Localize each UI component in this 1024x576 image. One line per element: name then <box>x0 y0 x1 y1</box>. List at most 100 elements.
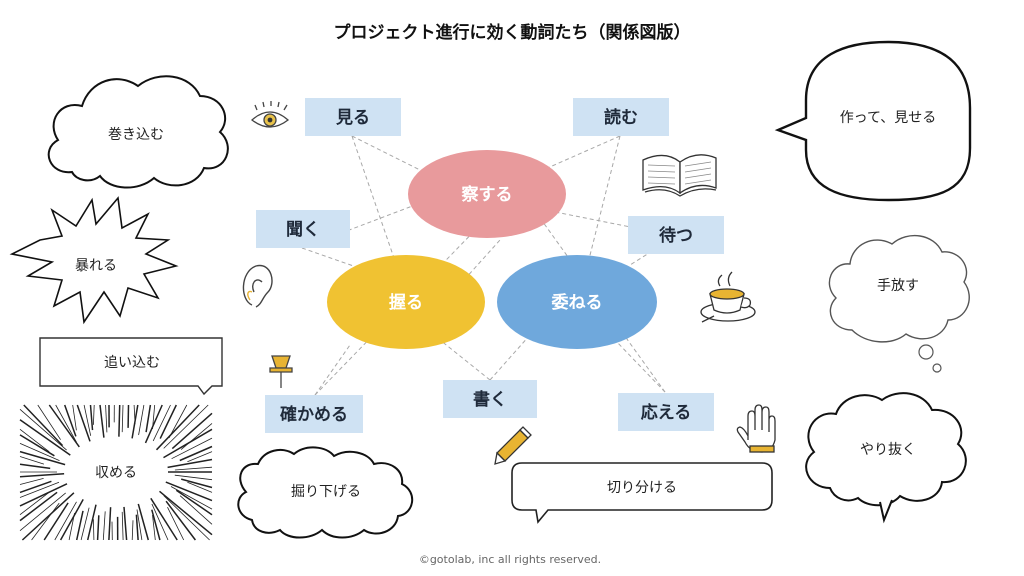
focus-ray <box>163 404 209 449</box>
focus-ray <box>159 490 213 536</box>
focus-ray <box>155 404 200 451</box>
cloud-bubble-yarinuku: やり抜く <box>805 392 967 524</box>
focus-ray <box>151 509 161 541</box>
focus-ray <box>23 404 64 447</box>
pencil-icon <box>494 426 532 465</box>
focus-ray <box>121 404 124 433</box>
ear-icon <box>242 264 273 308</box>
focus-ray <box>168 404 188 439</box>
focus-ray <box>19 456 45 465</box>
focus-ray <box>171 412 213 450</box>
eye-icon <box>250 101 290 128</box>
focus-ray <box>167 458 213 469</box>
focus-ray <box>75 510 84 541</box>
focus-ray <box>121 511 124 541</box>
makikomu-label: 巻き込む <box>108 127 164 143</box>
focus-ray <box>93 404 95 425</box>
focus-ray <box>63 404 77 437</box>
verb-box-miru-label: 見る <box>335 108 370 128</box>
focus-ray <box>123 506 128 541</box>
kiriwakeru-label: 切り分ける <box>607 480 677 496</box>
focus-ray <box>54 501 77 541</box>
core-satsu-label: 察する <box>461 184 513 205</box>
focus-ray <box>118 404 121 437</box>
focus-ray <box>187 451 213 463</box>
focus-ray <box>105 404 108 433</box>
focus-ray <box>89 404 94 431</box>
verb-box-kaku-label: 書く <box>473 389 507 410</box>
coffee-cup-icon <box>700 271 756 323</box>
focus-ray <box>19 408 67 451</box>
verb-box-matsu-label: 待つ <box>659 225 693 246</box>
focus-ray <box>165 481 213 502</box>
focus-ray <box>135 514 139 541</box>
focus-ray <box>19 473 65 478</box>
verb-box-kaku: 書く <box>443 380 537 418</box>
diagram-title: プロジェクト進行に効く動詞たち（関係図版） <box>334 22 691 43</box>
verb-box-kiku: 聞く <box>256 210 350 248</box>
focus-ray <box>145 404 152 433</box>
focus-ray <box>152 404 171 442</box>
core-yudaneru-label: 委ねる <box>551 292 603 313</box>
focus-ray <box>174 474 213 481</box>
verb-box-tashikameru: 確かめる <box>265 395 363 433</box>
focus-ray <box>19 483 68 507</box>
core-satsu-shape <box>408 150 566 238</box>
focus-ray <box>72 404 77 431</box>
abareru-label: 暴れる <box>75 258 117 274</box>
explosion-bubble-abareru: 暴れる <box>9 196 179 325</box>
focus-ray <box>170 486 213 510</box>
tebanasu-label: 手放す <box>877 278 919 294</box>
focus-ray <box>187 481 213 493</box>
verb-box-matsu: 待つ <box>628 216 724 254</box>
focus-ray <box>181 478 213 489</box>
focus-ray <box>48 404 80 448</box>
focus-ray <box>136 509 143 541</box>
focus-ray <box>19 434 55 457</box>
focus-ray <box>167 507 185 541</box>
focus-ray <box>171 437 213 460</box>
focus-ray <box>150 497 178 541</box>
core-yudaneru-shape <box>497 255 657 349</box>
focus-lines-osameru: 収める <box>19 404 213 541</box>
focus-ray <box>108 507 112 541</box>
focus-ray <box>174 466 213 471</box>
focus-ray <box>102 511 106 541</box>
oikomu-label: 追い込む <box>104 355 160 371</box>
focus-ray <box>99 404 105 438</box>
focus-ray <box>179 495 213 525</box>
focus-ray <box>175 489 213 516</box>
focus-ray <box>144 404 163 444</box>
verb-box-miru: 見る <box>305 98 401 136</box>
core-yudaneru: 委ねる <box>497 255 657 349</box>
focus-ray <box>55 404 77 443</box>
focus-ray <box>179 445 213 462</box>
focus-ray <box>163 495 210 541</box>
osameru-label: 収める <box>95 465 137 481</box>
rounded-bubble-kiriwakeru: 切り分ける <box>511 462 773 524</box>
verb-box-kotaeru: 応える <box>618 393 714 431</box>
verb-box-yomu: 読む <box>573 98 669 136</box>
focus-ray <box>19 443 60 461</box>
core-satsu: 察する <box>408 150 566 238</box>
focus-ray <box>59 499 84 541</box>
core-nigiru: 握る <box>327 255 485 349</box>
focus-ray <box>86 504 97 541</box>
focus-ray <box>138 404 145 436</box>
focus-ray <box>19 481 60 498</box>
focus-ray <box>83 404 92 436</box>
cloud-bubble-makikomu: 巻き込む <box>47 75 229 189</box>
focus-ray <box>131 520 134 541</box>
verb-box-tashikameru-label: 確かめる <box>280 404 348 425</box>
focus-ray <box>19 492 66 532</box>
focus-ray <box>37 404 61 440</box>
tsukutte-miseru-label: 作って、見せる <box>840 110 937 126</box>
core-nigiru-shape <box>327 255 485 349</box>
focus-ray <box>19 491 58 522</box>
focus-ray <box>19 480 52 494</box>
focus-ray <box>43 502 69 541</box>
horisageru-label: 掘り下げる <box>291 484 361 500</box>
focus-ray <box>96 515 100 541</box>
core-nigiru-label: 握る <box>389 292 423 313</box>
focus-ray <box>19 428 50 453</box>
